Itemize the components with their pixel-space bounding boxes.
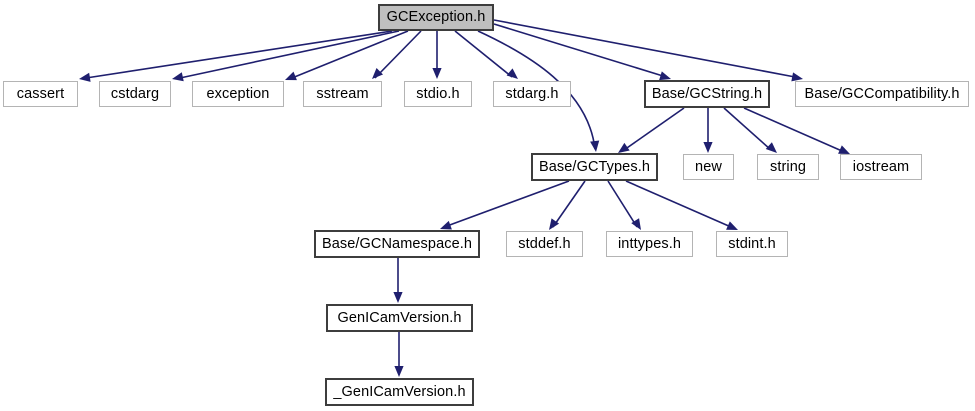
graph-node-label: sstream [316,85,369,102]
edge-gcstring-to-string [723,107,772,151]
graph-node-label: new [695,158,722,175]
edge-gctypes-to-gcnamespace [446,180,570,227]
graph-node-label: Base/GCCompatibility.h [804,85,960,102]
edge-gctypes-to-stdint [625,180,732,228]
graph-node-gcnamespace[interactable]: Base/GCNamespace.h [314,230,480,258]
edge-gctypes-to-stddef [552,180,586,228]
edge-gcexception-to-cassert [85,30,393,79]
edge-gcexception-to-exception [291,30,409,79]
graph-node-_genicamversion[interactable]: _GenICamVersion.h [325,378,474,406]
graph-node-label: Base/GCNamespace.h [321,235,473,252]
graph-node-label: inttypes.h [617,235,682,252]
edge-gcexception-to-cstdarg [179,30,400,79]
edge-gcexception-to-stdarg [454,30,513,78]
arrowhead-gcexception-to-cstdarg [172,72,184,82]
graph-node-iostream[interactable]: iostream [840,154,922,180]
graph-node-label: exception [206,85,270,102]
graph-node-label: stdint.h [728,235,776,252]
graph-node-label: GCException.h [386,9,486,26]
graph-node-gcexception[interactable]: GCException.h [378,4,494,31]
edge-gcstring-to-gctypes [623,107,685,151]
graph-node-cassert[interactable]: cassert [3,81,78,107]
arrowhead-gcexception-to-gctypes [590,140,600,152]
graph-node-exception[interactable]: exception [192,81,284,107]
edge-gcexception-to-gccompatibility [493,19,796,78]
graph-node-gcstring[interactable]: Base/GCString.h [644,80,770,108]
graph-node-stddef[interactable]: stddef.h [506,231,583,257]
graph-node-genicamversion[interactable]: GenICamVersion.h [326,304,473,332]
graph-node-label: cassert [16,85,65,102]
graph-node-inttypes[interactable]: inttypes.h [606,231,693,257]
edge-gcstring-to-iostream [743,107,843,152]
graph-node-sstream[interactable]: sstream [303,81,382,107]
arrowhead-gcstring-to-new [703,142,713,153]
edge-gcexception-to-sstream [374,30,422,79]
graph-node-cstdarg[interactable]: cstdarg [99,81,171,107]
graph-node-new[interactable]: new [683,154,734,180]
graph-node-label: stdio.h [416,85,460,102]
graph-node-gccompatibility[interactable]: Base/GCCompatibility.h [795,81,969,107]
edge-gcexception-to-gcstring [493,23,664,77]
graph-node-label: Base/GCTypes.h [538,158,650,175]
graph-node-label: GenICamVersion.h [337,309,462,326]
arrowhead-gcexception-to-cassert [79,72,91,82]
graph-node-gctypes[interactable]: Base/GCTypes.h [531,153,658,181]
graph-node-string[interactable]: string [757,154,819,180]
arrowhead-gcexception-to-exception [285,71,297,81]
graph-node-stdint[interactable]: stdint.h [716,231,788,257]
graph-node-label: _GenICamVersion.h [333,383,466,400]
graph-node-stdio[interactable]: stdio.h [404,81,472,107]
arrowhead-gcnamespace-to-genicamversion [393,292,403,303]
graph-node-label: stddef.h [518,235,571,252]
graph-node-label: stdarg.h [505,85,559,102]
graph-node-label: string [769,158,807,175]
graph-node-stdarg[interactable]: stdarg.h [493,81,571,107]
graph-node-label: cstdarg [110,85,160,102]
graph-node-label: iostream [852,158,910,175]
edge-gctypes-to-inttypes [607,180,638,228]
arrowhead-gcexception-to-stdio [432,68,442,79]
graph-node-label: Base/GCString.h [651,85,763,102]
arrowhead-genicamversion-to-_genicamversion [394,366,404,377]
